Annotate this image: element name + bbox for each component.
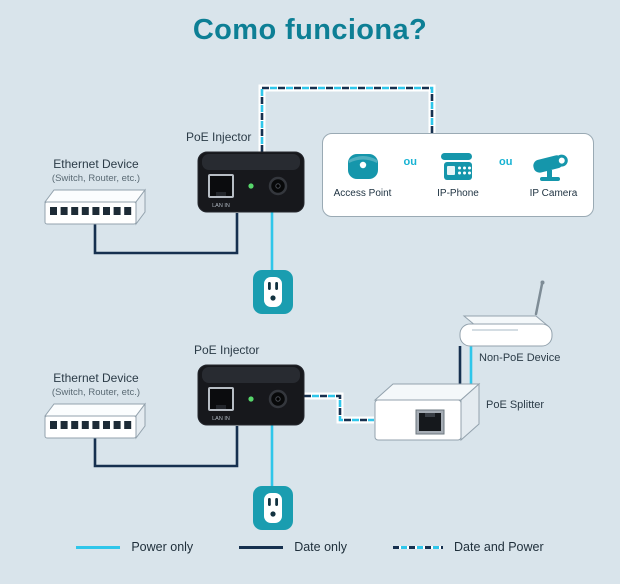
access-point-label: Access Point [333, 188, 392, 199]
poe-injector-illustration-top: LAN IN [196, 146, 306, 221]
data-and-power-swatch [393, 545, 443, 549]
ou-separator: ou [499, 156, 513, 168]
poe-splitter-label: PoE Splitter [486, 399, 545, 411]
data-line-bottom [93, 426, 239, 468]
switch-icon [44, 188, 146, 226]
ethernet-device-subtitle: (Switch, Router, etc.) [51, 173, 141, 184]
ethernet-device-label-bottom: Ethernet Device (Switch, Router, etc.) [28, 371, 164, 398]
connected-devices-box: Access Point ou IP-Phone ou [322, 133, 594, 217]
data-and-power-label: Date and Power [454, 540, 544, 554]
device-ip-phone: IP-Phone [426, 151, 490, 199]
ethernet-device-label-top: Ethernet Device (Switch, Router, etc.) [28, 157, 164, 184]
legend: Power only Date only Date and Power [0, 540, 620, 554]
access-point-icon [347, 154, 378, 179]
legend-item-power-only: Power only [76, 540, 193, 554]
ethernet-switch-illustration-bottom [42, 400, 147, 449]
data-only-label: Date only [294, 540, 347, 554]
data-line-top [93, 213, 239, 255]
power-outlet-top [253, 270, 293, 319]
poe-injector-illustration-bottom: LAN IN [196, 359, 306, 434]
legend-item-data-only: Date only [239, 540, 347, 554]
injector-port-label: LAN IN [212, 203, 230, 209]
poe-splitter-illustration [368, 374, 488, 451]
poe-injector-icon: LAN IN [197, 364, 305, 426]
non-poe-device-illustration [448, 276, 558, 355]
non-poe-device-label: Non-PoE Device [479, 352, 561, 364]
router-icon [459, 280, 553, 347]
ip-camera-icon [533, 154, 569, 181]
power-outlet-bottom [253, 486, 293, 535]
injector-port-label: LAN IN [212, 416, 230, 422]
data-power-line-bottom [304, 392, 374, 424]
ip-camera-label: IP Camera [529, 188, 578, 199]
data-power-line-top [258, 84, 436, 152]
device-access-point: Access Point [331, 151, 395, 199]
power-only-swatch [76, 545, 121, 549]
power-outlet-icon [253, 270, 293, 314]
poe-injector-label-top: PoE Injector [186, 130, 252, 144]
data-only-swatch [239, 545, 284, 549]
ou-separator: ou [403, 156, 417, 168]
ethernet-device-subtitle: (Switch, Router, etc.) [51, 387, 141, 398]
poe-injector-icon: LAN IN [197, 151, 305, 213]
ethernet-switch-illustration-top [42, 186, 147, 235]
power-only-label: Power only [131, 540, 194, 554]
ethernet-device-title: Ethernet Device [53, 371, 139, 385]
poe-injector-label-bottom: PoE Injector [194, 343, 260, 357]
power-outlet-icon [253, 486, 293, 530]
diagram-title: Como funciona? [192, 14, 428, 46]
poe-splitter-icon [373, 382, 481, 442]
device-ip-camera: IP Camera [521, 151, 585, 199]
ip-phone-icon [441, 153, 472, 180]
switch-icon [44, 402, 146, 440]
ethernet-device-title: Ethernet Device [53, 157, 139, 171]
ip-phone-label: IP-Phone [437, 188, 479, 199]
legend-item-data-and-power: Date and Power [393, 540, 544, 554]
